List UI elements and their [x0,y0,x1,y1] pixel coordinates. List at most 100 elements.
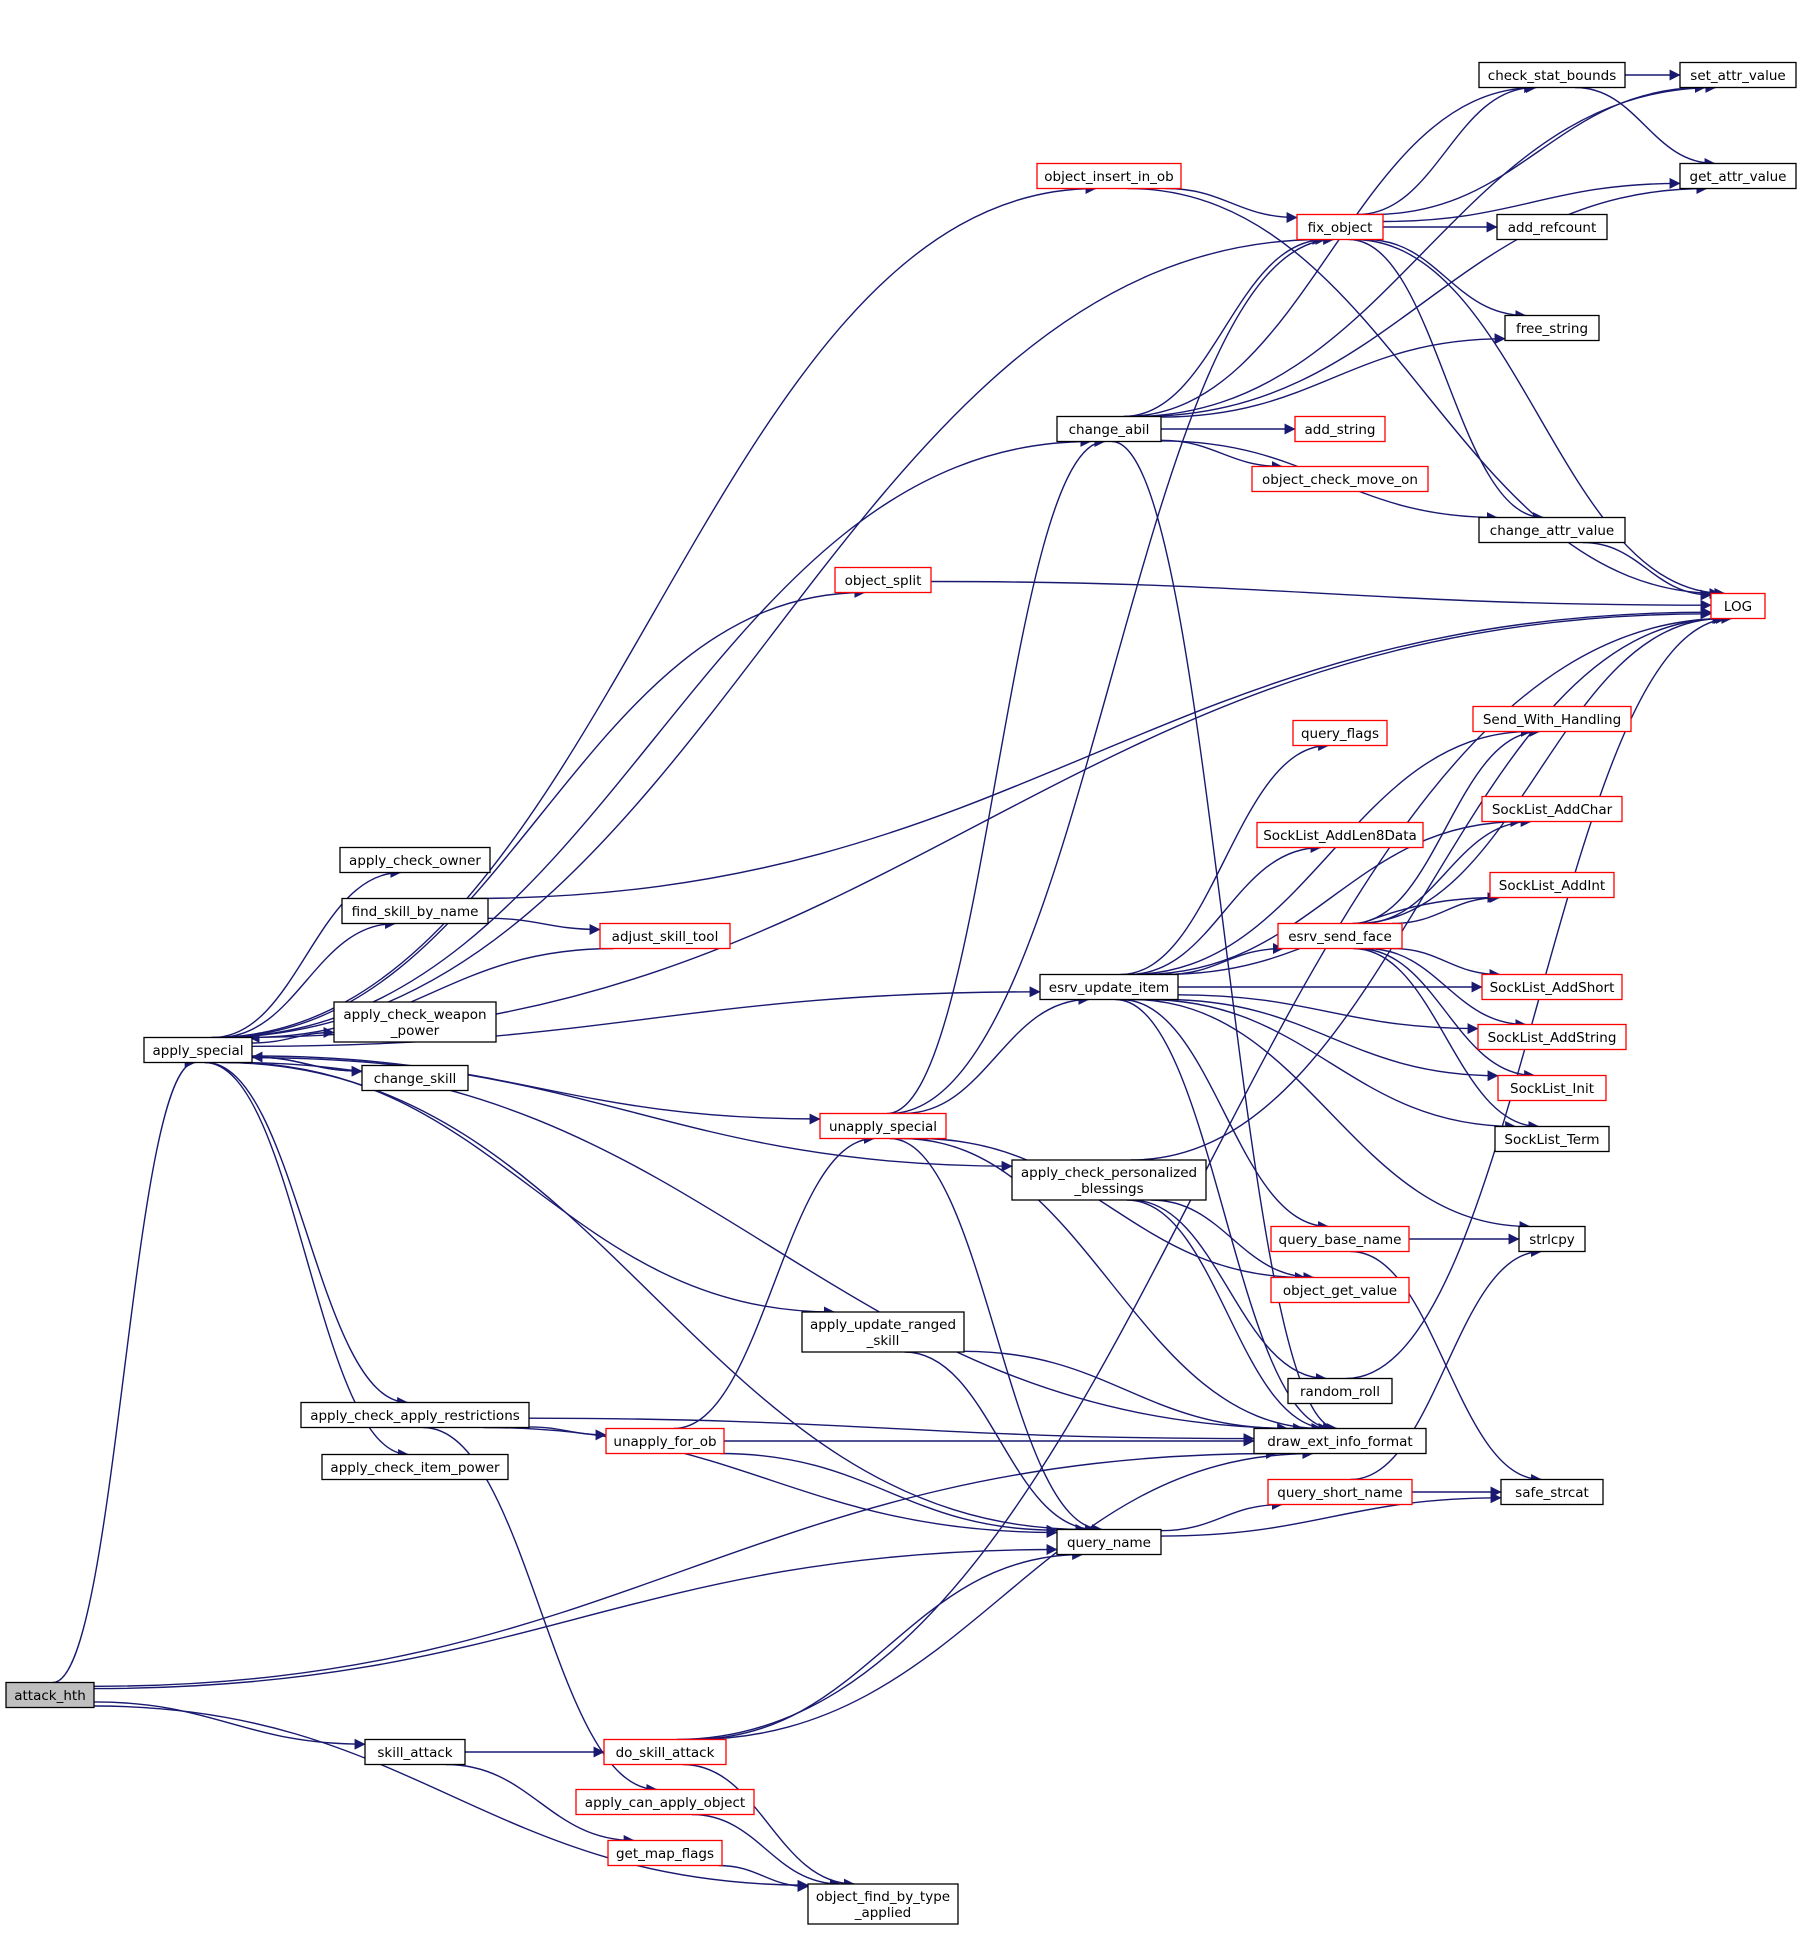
node-box-change_attr_value[interactable] [1478,516,1626,544]
node-box-esrv_send_face[interactable] [1277,922,1403,950]
node-esrv_send_face[interactable]: esrv_send_face [1277,922,1403,950]
node-box-apply_check_item_power[interactable] [321,1453,509,1481]
node-adjust_skill_tool[interactable]: adjust_skill_tool [599,922,731,950]
node-do_skill_attack[interactable]: do_skill_attack [603,1738,727,1766]
node-object_get_value[interactable]: object_get_value [1270,1276,1410,1304]
node-query_base_name[interactable]: query_base_name [1270,1225,1410,1253]
node-object_insert_in_ob[interactable]: object_insert_in_ob [1036,162,1182,190]
node-change_attr_value[interactable]: change_attr_value [1478,516,1626,544]
node-box-check_stat_bounds[interactable] [1478,61,1626,89]
node-unapply_special[interactable]: unapply_special [819,1112,947,1140]
node-box-object_get_value[interactable] [1270,1276,1410,1304]
node-get_map_flags[interactable]: get_map_flags [607,1839,723,1867]
node-box-add_refcount[interactable] [1496,213,1608,241]
node-box-object_insert_in_ob[interactable] [1036,162,1182,190]
node-box-add_string[interactable] [1294,415,1386,443]
node-box-draw_ext_info_format[interactable] [1253,1427,1427,1455]
node-box-Send_With_Handling[interactable] [1472,705,1632,733]
node-box-apply_special[interactable] [143,1036,253,1064]
node-check_stat_bounds[interactable]: check_stat_bounds [1478,61,1626,89]
node-box-attack_hth[interactable] [5,1681,95,1709]
node-SockList_AddChar[interactable]: SockList_AddChar [1481,795,1623,823]
node-box-do_skill_attack[interactable] [603,1738,727,1766]
node-SockList_Term[interactable]: SockList_Term [1494,1125,1610,1153]
node-box-unapply_for_ob[interactable] [605,1427,725,1455]
node-LOG[interactable]: LOG [1710,592,1766,620]
node-random_roll[interactable]: random_roll [1287,1377,1393,1405]
node-query_flags[interactable]: query_flags [1292,719,1388,747]
node-object_find_by_type_applied[interactable]: object_find_by_type_applied [807,1883,959,1925]
node-box-apply_check_owner[interactable] [339,846,491,874]
node-box-SockList_AddString[interactable] [1477,1023,1627,1051]
node-SockList_AddShort[interactable]: SockList_AddShort [1481,973,1623,1001]
node-box-apply_can_apply_object[interactable] [575,1788,755,1816]
node-box-set_attr_value[interactable] [1679,61,1797,89]
node-query_short_name[interactable]: query_short_name [1267,1478,1413,1506]
node-apply_special[interactable]: apply_special [143,1036,253,1064]
node-box-strlcpy[interactable] [1518,1225,1586,1253]
node-box-SockList_AddShort[interactable] [1481,973,1623,1001]
node-set_attr_value[interactable]: set_attr_value [1679,61,1797,89]
node-SockList_AddLen8Data[interactable]: SockList_AddLen8Data [1256,821,1424,849]
node-free_string[interactable]: free_string [1504,314,1600,342]
node-box-find_skill_by_name[interactable] [341,897,489,925]
node-box-change_abil[interactable] [1056,415,1162,443]
node-box-adjust_skill_tool[interactable] [599,922,731,950]
node-box-query_name[interactable] [1056,1528,1162,1556]
node-esrv_update_item[interactable]: esrv_update_item [1039,973,1179,1001]
node-apply_update_ranged_skill[interactable]: apply_update_ranged_skill [801,1311,965,1353]
node-safe_strcat[interactable]: safe_strcat [1500,1478,1604,1506]
node-box-get_attr_value[interactable] [1679,162,1797,190]
node-box-apply_check_apply_restrictions[interactable] [300,1401,530,1429]
node-apply_can_apply_object[interactable]: apply_can_apply_object [575,1788,755,1816]
node-skill_attack[interactable]: skill_attack [364,1738,466,1766]
node-box-object_split[interactable] [834,566,932,594]
node-box-change_skill[interactable] [361,1064,469,1092]
node-SockList_AddInt[interactable]: SockList_AddInt [1489,871,1615,899]
node-get_attr_value[interactable]: get_attr_value [1679,162,1797,190]
node-attack_hth[interactable]: attack_hth [5,1681,95,1709]
node-add_refcount[interactable]: add_refcount [1496,213,1608,241]
node-box-LOG[interactable] [1710,592,1766,620]
node-box-esrv_update_item[interactable] [1039,973,1179,1001]
node-draw_ext_info_format[interactable]: draw_ext_info_format [1253,1427,1427,1455]
node-box-free_string[interactable] [1504,314,1600,342]
node-box-SockList_Term[interactable] [1494,1125,1610,1153]
node-box-unapply_special[interactable] [819,1112,947,1140]
node-box-skill_attack[interactable] [364,1738,466,1766]
node-box-apply_check_personalized_blessings[interactable] [1011,1159,1207,1201]
node-Send_With_Handling[interactable]: Send_With_Handling [1472,705,1632,733]
node-object_split[interactable]: object_split [834,566,932,594]
node-box-query_flags[interactable] [1292,719,1388,747]
node-box-object_check_move_on[interactable] [1251,465,1429,493]
node-box-SockList_Init[interactable] [1497,1074,1607,1102]
node-box-fix_object[interactable] [1296,213,1384,241]
node-SockList_AddString[interactable]: SockList_AddString [1477,1023,1627,1051]
node-find_skill_by_name[interactable]: find_skill_by_name [341,897,489,925]
node-add_string[interactable]: add_string [1294,415,1386,443]
node-box-query_short_name[interactable] [1267,1478,1413,1506]
node-strlcpy[interactable]: strlcpy [1518,1225,1586,1253]
node-apply_check_owner[interactable]: apply_check_owner [339,846,491,874]
node-apply_check_item_power[interactable]: apply_check_item_power [321,1453,509,1481]
node-box-get_map_flags[interactable] [607,1839,723,1867]
node-object_check_move_on[interactable]: object_check_move_on [1251,465,1429,493]
node-box-SockList_AddInt[interactable] [1489,871,1615,899]
node-change_abil[interactable]: change_abil [1056,415,1162,443]
node-box-SockList_AddLen8Data[interactable] [1256,821,1424,849]
node-box-apply_check_weapon_power[interactable] [333,1001,497,1043]
node-box-random_roll[interactable] [1287,1377,1393,1405]
node-box-safe_strcat[interactable] [1500,1478,1604,1506]
node-box-apply_update_ranged_skill[interactable] [801,1311,965,1353]
node-box-query_base_name[interactable] [1270,1225,1410,1253]
node-apply_check_apply_restrictions[interactable]: apply_check_apply_restrictions [300,1401,530,1429]
node-change_skill[interactable]: change_skill [361,1064,469,1092]
node-SockList_Init[interactable]: SockList_Init [1497,1074,1607,1102]
node-box-object_find_by_type_applied[interactable] [807,1883,959,1925]
node-apply_check_personalized_blessings[interactable]: apply_check_personalized_blessings [1011,1159,1207,1201]
node-query_name[interactable]: query_name [1056,1528,1162,1556]
node-apply_check_weapon_power[interactable]: apply_check_weapon_power [333,1001,497,1043]
node-unapply_for_ob[interactable]: unapply_for_ob [605,1427,725,1455]
node-box-SockList_AddChar[interactable] [1481,795,1623,823]
node-fix_object[interactable]: fix_object [1296,213,1384,241]
